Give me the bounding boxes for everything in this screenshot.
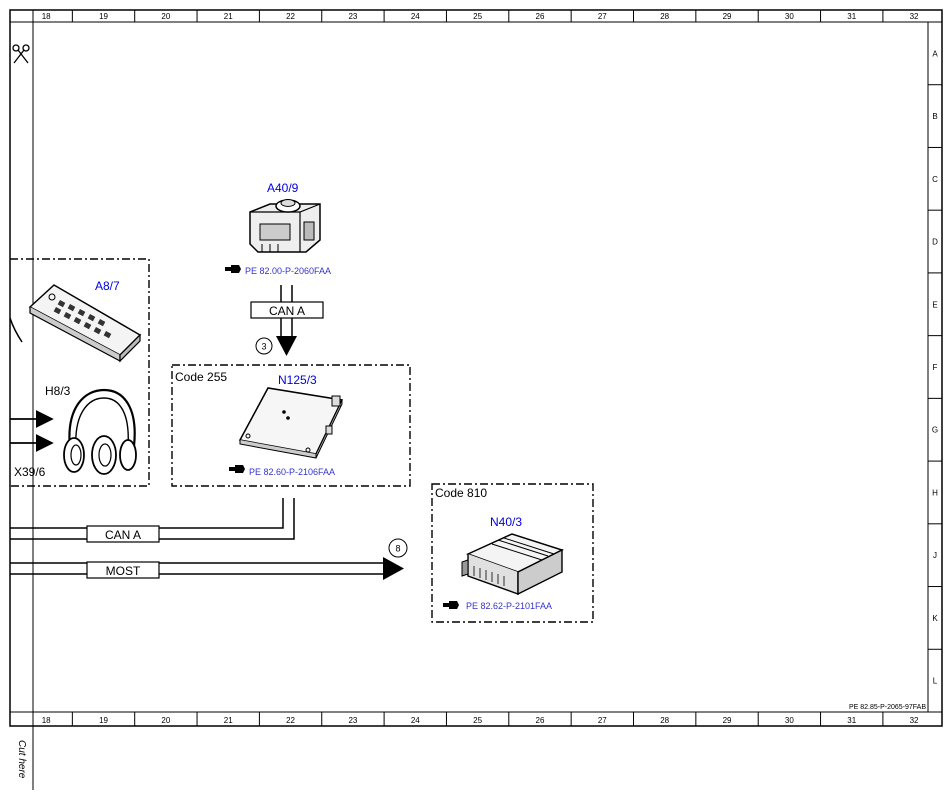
row-label: K [932, 614, 938, 623]
headphone-cable [9, 317, 23, 343]
marker-8-label: 8 [395, 544, 400, 554]
row-label: F [933, 363, 938, 372]
column-label: 26 [536, 716, 545, 725]
column-label: 29 [723, 716, 732, 725]
marker-3 [255, 337, 273, 355]
n40-3-label: N40/3 [490, 515, 522, 529]
column-label: 25 [473, 12, 482, 21]
column-label: 32 [910, 12, 919, 21]
headphones-icon [63, 388, 137, 475]
x39-6-label: X39/6 [14, 465, 46, 479]
row-label: E [932, 300, 937, 309]
column-label: 22 [286, 12, 295, 21]
control-module-icon [238, 387, 344, 459]
sheet-frame: 18 19 20 21 22 23 24 25 26 27 28 29 30 31 32 18 19 20 21 2… [9, 9, 943, 790]
column-label: 32 [910, 716, 919, 725]
column-label: 24 [411, 12, 420, 21]
reference-hand-icon [229, 465, 245, 473]
a40-9-label: A40/9 [267, 181, 299, 195]
code-810-label: Code 810 [435, 486, 487, 500]
row-label: J [933, 551, 937, 560]
row-label: D [932, 238, 938, 247]
column-label: 18 [42, 716, 51, 725]
column-label: 27 [598, 12, 607, 21]
row-ticks: A B C D E F G H J K L [928, 49, 942, 686]
n40-3-box [431, 483, 594, 623]
column-label: 20 [161, 12, 170, 21]
row-label: C [932, 175, 938, 184]
column-label: 19 [99, 716, 108, 725]
row-label: G [932, 426, 938, 435]
column-ticks-top: 18 19 20 21 22 23 24 25 26 27 28 29 30 31 32 [42, 10, 919, 22]
column-label: 26 [536, 12, 545, 21]
column-label: 19 [99, 12, 108, 21]
column-label: 28 [660, 716, 669, 725]
column-label: 24 [411, 716, 420, 725]
column-label: 23 [348, 716, 357, 725]
column-label: 31 [847, 716, 856, 725]
reference-link[interactable]: PE 82.60-P-2106FAA [229, 465, 335, 477]
row-label: H [932, 488, 938, 497]
column-label: 30 [785, 716, 794, 725]
can-a-horizontal-label: CAN A [105, 528, 141, 542]
scissors-icon [12, 44, 30, 64]
column-label: 20 [161, 716, 170, 725]
code-255-label: Code 255 [175, 370, 227, 384]
most-label: MOST [106, 564, 141, 578]
most-bus [10, 538, 408, 580]
marker-3-label: 3 [261, 342, 266, 352]
n125-3-label: N125/3 [278, 373, 317, 387]
n125-3-reference[interactable]: PE 82.60-P-2106FAA [249, 467, 335, 477]
column-label: 23 [348, 12, 357, 21]
n40-3-reference[interactable]: PE 82.62-P-2101FAA [466, 601, 552, 611]
reference-hand-icon [225, 265, 241, 273]
column-label: 21 [224, 12, 233, 21]
column-label: 22 [286, 716, 295, 725]
column-label: 30 [785, 12, 794, 21]
row-label: L [933, 677, 938, 686]
can-a-horizontal-bus [10, 498, 295, 543]
column-label: 27 [598, 716, 607, 725]
column-label: 29 [723, 12, 732, 21]
row-label: A [932, 49, 938, 58]
sheet-reference: PE 82.85-P-2065-97FAB [849, 704, 926, 711]
signal-arrows [10, 410, 54, 452]
column-ticks-bottom: 18 19 20 21 22 23 24 25 26 27 28 29 30 31 32 [42, 712, 919, 726]
amplifier-icon [461, 533, 564, 596]
remote-control-icon [28, 284, 142, 363]
column-label: 28 [660, 12, 669, 21]
cut-here-label: Cut here [16, 740, 27, 779]
a8-7-label: A8/7 [95, 279, 120, 293]
reference-hand-icon [443, 601, 459, 609]
column-label: 25 [473, 716, 482, 725]
display-unit-icon [249, 199, 321, 253]
headphone-group-box [10, 258, 150, 487]
h8-3-label: H8/3 [45, 384, 71, 398]
can-a-vertical-label: CAN A [269, 304, 305, 318]
n125-3-box [171, 364, 411, 487]
reference-link[interactable]: PE 82.62-P-2101FAA [443, 601, 552, 611]
row-label: B [932, 112, 937, 121]
column-label: 18 [42, 12, 51, 21]
can-a-vertical-bus [250, 285, 324, 356]
a40-9-reference[interactable]: PE 82.00-P-2060FAA [245, 266, 331, 276]
column-label: 31 [847, 12, 856, 21]
column-label: 21 [224, 716, 233, 725]
reference-link[interactable]: PE 82.00-P-2060FAA [225, 265, 331, 276]
